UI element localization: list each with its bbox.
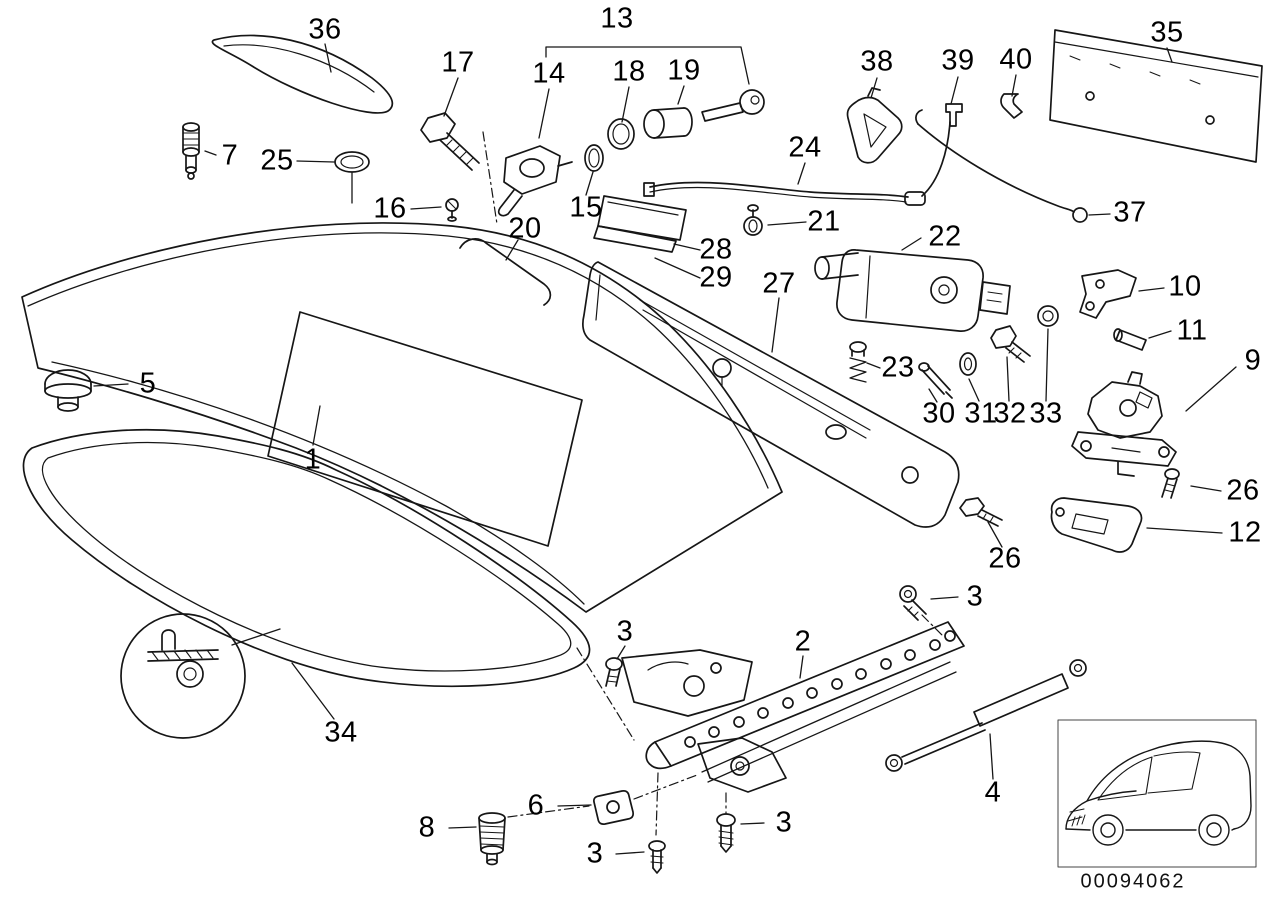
callout-4[interactable]: 4 [984,776,1002,809]
callout-26[interactable]: 26 [988,542,1022,575]
part-31-washer [959,352,977,376]
part-35-trim-panel [1049,29,1263,163]
callout-3[interactable]: 3 [775,806,793,839]
callout-16[interactable]: 16 [373,192,407,225]
callout-15[interactable]: 15 [569,191,603,224]
part-21-bushing [743,204,763,236]
part-33-bushing [1037,305,1059,327]
callout-22[interactable]: 22 [928,220,962,253]
callout-21[interactable]: 21 [807,205,841,238]
part-4-gas-strut [885,659,1087,772]
callout-19[interactable]: 19 [667,54,701,87]
callout-33[interactable]: 33 [1029,397,1063,430]
callout-14[interactable]: 14 [532,57,566,90]
part-15-grommet-ring [584,144,604,172]
part-25-grommet [334,151,370,173]
callout-38[interactable]: 38 [860,45,894,78]
doc-number: 00094062 [1080,870,1186,893]
part-32-bolt [990,325,1031,363]
callout-25[interactable]: 25 [260,144,294,177]
construction-lines [482,131,944,836]
part-26-bolt-right [1161,468,1180,499]
seal-detail-magnifier [120,613,246,739]
part-16-screw [445,198,459,222]
part-19-lock-barrel-key [643,89,765,139]
callout-31[interactable]: 31 [964,397,998,430]
callout-11[interactable]: 11 [1176,314,1208,347]
callout-30[interactable]: 30 [922,397,956,430]
callout-20[interactable]: 20 [508,212,542,245]
part-6-square-nut [593,790,634,825]
part-18-ring [607,118,635,150]
callout-3[interactable]: 3 [966,580,984,613]
part-28-29-trim-pieces [593,195,687,253]
part-40-clip [1000,93,1023,119]
part-7-plug [182,122,200,180]
part-2-hinge [621,621,965,793]
part-3-screw-top-left [605,657,623,687]
part-11-pin [1113,328,1147,351]
callout-12[interactable]: 12 [1228,516,1262,549]
part-30-rivet [918,362,953,399]
part-10-bracket [1079,269,1137,319]
callout-39[interactable]: 39 [941,44,975,77]
part-20-rod [459,238,552,306]
part-5-buffer [44,369,92,412]
callout-3[interactable]: 3 [616,615,634,648]
part-38-gasket [846,87,903,164]
callout-40[interactable]: 40 [999,43,1033,76]
callout-9[interactable]: 9 [1244,344,1262,377]
part-8-plug [478,812,506,866]
part-27-trim-panel [582,261,960,528]
callout-23[interactable]: 23 [881,351,915,384]
part-22-actuator [814,249,1011,332]
callout-17[interactable]: 17 [441,46,475,79]
part-1-trunk-lid [21,222,783,613]
callout-8[interactable]: 8 [418,811,436,844]
callout-18[interactable]: 18 [612,55,646,88]
bracket-13 [545,46,750,85]
callout-36[interactable]: 36 [308,13,342,46]
callout-28[interactable]: 28 [699,233,733,266]
callout-32[interactable]: 32 [993,397,1027,430]
part-26-bolt-left [959,497,1003,527]
leader-lines [93,43,1237,855]
part-3-screw-top-right [899,585,927,621]
callout-7[interactable]: 7 [221,139,239,172]
callout-13[interactable]: 13 [600,2,634,35]
callout-27[interactable]: 27 [762,267,796,300]
callout-3[interactable]: 3 [586,837,604,870]
part-23-screw-spring [849,341,867,383]
callout-10[interactable]: 10 [1168,270,1202,303]
callout-35[interactable]: 35 [1150,16,1184,49]
part-3-screw-bottom-left [648,840,666,874]
callout-24[interactable]: 24 [788,131,822,164]
part-34-seal [22,428,591,688]
part-12-striker [1050,497,1143,553]
callout-5[interactable]: 5 [139,367,157,400]
part-36-strip [211,34,394,114]
part-39-clip [945,103,963,127]
car-thumbnail [1057,719,1257,868]
callout-26[interactable]: 26 [1226,474,1260,507]
callout-2[interactable]: 2 [794,625,812,658]
part-9-lock [1071,371,1177,477]
callout-29[interactable]: 29 [699,261,733,294]
callout-34[interactable]: 34 [324,716,358,749]
callout-6[interactable]: 6 [527,789,545,822]
part-24-bowden-cable [643,121,951,206]
callout-1[interactable]: 1 [304,443,322,476]
part-14-lock-housing [497,145,573,217]
callout-37[interactable]: 37 [1113,196,1147,229]
part-37-rod [915,109,1088,223]
part-3-screw-bottom-middle [716,813,736,853]
